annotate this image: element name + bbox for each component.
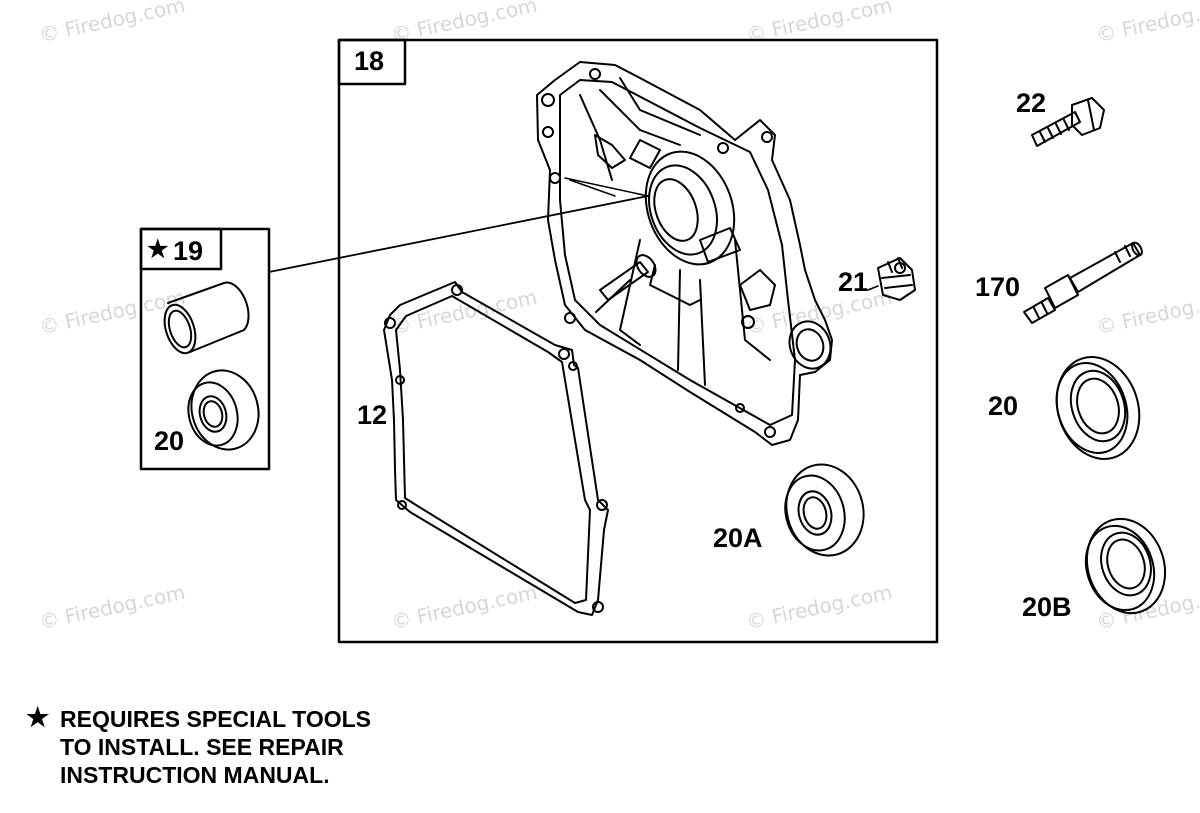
callout-12: 12 — [357, 400, 388, 430]
part-20-kit-seal — [187, 369, 260, 451]
part-21-plug — [867, 257, 916, 301]
callout-20: 20 — [988, 391, 1019, 421]
part-170-stud — [1023, 241, 1143, 324]
callout-170: 170 — [975, 272, 1021, 302]
callout-20-kit: 20 — [154, 426, 185, 456]
callout-22: 22 — [1016, 88, 1047, 118]
part-18-crankcase-cover — [536, 61, 833, 446]
part-20-seal — [1055, 356, 1141, 460]
part-19-bushing — [163, 281, 250, 355]
leader-line-19 — [268, 195, 649, 273]
callout-21: 21 — [838, 267, 869, 297]
label-box-19 — [139, 227, 223, 271]
callout-18: 18 — [354, 46, 385, 76]
label-box-18 — [337, 38, 407, 86]
leader-line-19b — [564, 177, 649, 197]
note-line-3: INSTRUCTION MANUAL. — [60, 762, 330, 788]
callout-20A: 20A — [713, 523, 763, 553]
note-line-2: TO INSTALL. SEE REPAIR — [60, 734, 344, 760]
part-12-gasket — [383, 281, 609, 616]
star-icon: ★ — [26, 702, 50, 732]
note-line-1: REQUIRES SPECIAL TOOLS — [60, 706, 371, 732]
frame-18 — [337, 38, 939, 644]
part-20A-seal — [784, 463, 865, 557]
callout-19: 19 — [173, 236, 204, 266]
callout-20B: 20B — [1022, 592, 1072, 622]
part-22-bolt — [1031, 97, 1105, 147]
callout-19-star: ★ — [147, 236, 169, 263]
special-tools-note: ★ REQUIRES SPECIAL TOOLS TO INSTALL. SEE… — [26, 702, 371, 789]
part-20B-seal — [1084, 517, 1167, 615]
